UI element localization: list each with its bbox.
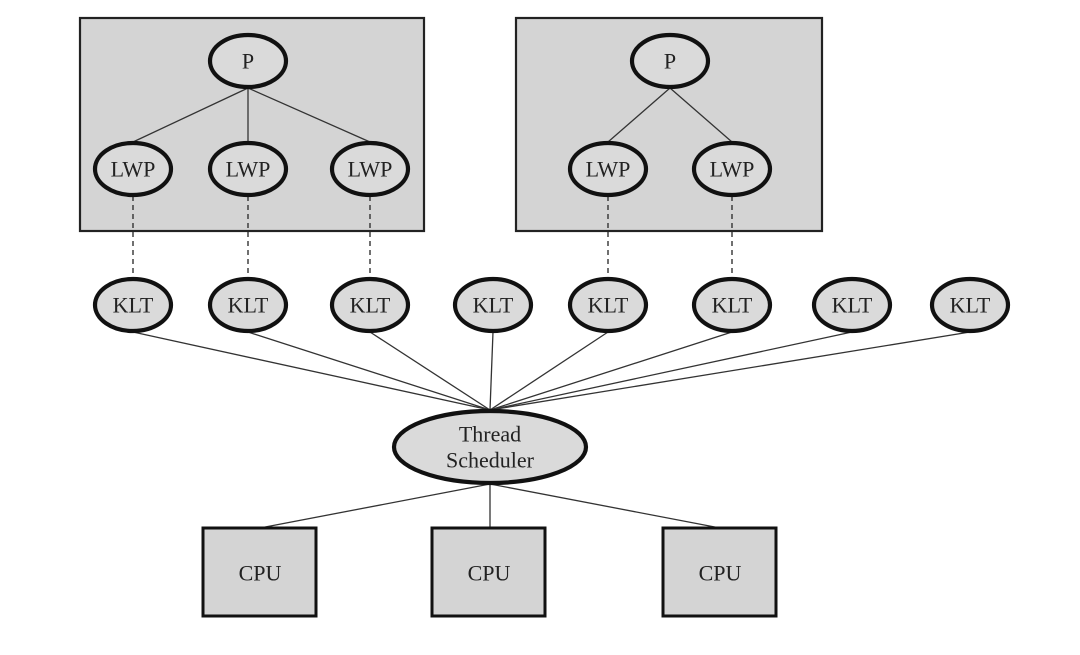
svg-text:CPU: CPU bbox=[468, 561, 511, 586]
klt-node: KLT bbox=[452, 276, 534, 334]
svg-text:LWP: LWP bbox=[348, 157, 393, 182]
process-node-2: P bbox=[629, 32, 711, 90]
lwp-klt-mappings bbox=[132, 196, 733, 278]
klt-node: KLT bbox=[207, 276, 289, 334]
svg-text:KLT: KLT bbox=[228, 293, 269, 318]
klt-node: KLT bbox=[567, 276, 649, 334]
klt-node: KLT bbox=[329, 276, 411, 334]
process-node-1: P bbox=[207, 32, 289, 90]
klt-node: KLT bbox=[92, 276, 174, 334]
svg-text:LWP: LWP bbox=[710, 157, 755, 182]
svg-text:KLT: KLT bbox=[588, 293, 629, 318]
cpu-box: CPU bbox=[661, 526, 778, 618]
klt-node: KLT bbox=[811, 276, 893, 334]
svg-text:KLT: KLT bbox=[950, 293, 991, 318]
svg-text:KLT: KLT bbox=[350, 293, 391, 318]
svg-text:LWP: LWP bbox=[586, 157, 631, 182]
process-lwp-edges bbox=[132, 87, 733, 143]
svg-text:CPU: CPU bbox=[239, 561, 282, 586]
svg-text:Scheduler: Scheduler bbox=[446, 448, 535, 473]
svg-text:LWP: LWP bbox=[226, 157, 271, 182]
svg-text:Thread: Thread bbox=[459, 422, 521, 447]
svg-text:KLT: KLT bbox=[832, 293, 873, 318]
lwp-node: LWP bbox=[207, 140, 289, 198]
cpu-box: CPU bbox=[430, 526, 547, 618]
cpu-box: CPU bbox=[201, 526, 318, 618]
lwp-node: LWP bbox=[329, 140, 411, 198]
klt-scheduler-edges bbox=[132, 331, 971, 411]
svg-text:CPU: CPU bbox=[699, 561, 742, 586]
svg-text:LWP: LWP bbox=[111, 157, 156, 182]
lwp-node: LWP bbox=[92, 140, 174, 198]
svg-text:KLT: KLT bbox=[113, 293, 154, 318]
svg-text:KLT: KLT bbox=[712, 293, 753, 318]
lwp-node: LWP bbox=[691, 140, 773, 198]
scheduler-cpu-edges bbox=[259, 483, 721, 529]
svg-text:KLT: KLT bbox=[473, 293, 514, 318]
klt-node: KLT bbox=[691, 276, 773, 334]
klt-node: KLT bbox=[929, 276, 1011, 334]
svg-text:P: P bbox=[664, 49, 676, 74]
svg-text:P: P bbox=[242, 49, 254, 74]
lwp-node: LWP bbox=[567, 140, 649, 198]
thread-scheduler-node: Thread Scheduler bbox=[391, 408, 589, 486]
